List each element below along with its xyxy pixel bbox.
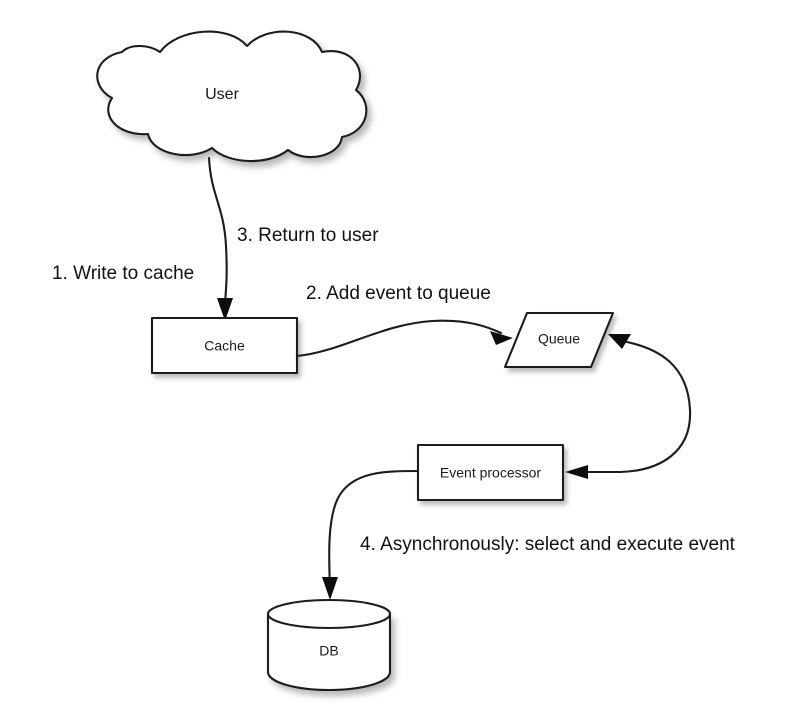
edge-label-async-select-execute: 4. Asynchronously: select and execute ev… [360, 534, 736, 555]
node-event-processor[interactable]: Event processor [416, 443, 565, 502]
edge-label-write-to-cache: 1. Write to cache [52, 263, 194, 284]
arrowhead-into-cache [217, 298, 233, 321]
edge-event-processor-to-db[interactable] [322, 469, 420, 600]
arrowhead-into-queue-left [490, 331, 513, 345]
arrowhead-into-event-processor [565, 465, 588, 479]
node-queue[interactable]: Queue [503, 311, 615, 369]
arrowhead-into-queue-right [608, 334, 631, 349]
node-db-label: DB [319, 643, 338, 659]
node-user[interactable]: User [96, 30, 368, 163]
node-user-label: User [205, 86, 239, 103]
edge-cache-to-queue[interactable] [295, 319, 513, 358]
db-top-ellipse [266, 598, 392, 630]
node-cache-label: Cache [204, 338, 245, 354]
node-queue-label: Queue [538, 331, 580, 347]
edge-label-return-to-user: 3. Return to user [237, 225, 379, 246]
arrowhead-into-db [322, 577, 338, 600]
node-cache[interactable]: Cache [150, 316, 299, 375]
node-db[interactable]: DB [266, 598, 392, 692]
edge-user-to-cache[interactable] [207, 156, 233, 321]
edge-label-add-event-to-queue: 2. Add event to queue [306, 283, 491, 304]
node-event-processor-label: Event processor [440, 465, 541, 481]
edge-queue-event-processor[interactable] [565, 334, 692, 479]
